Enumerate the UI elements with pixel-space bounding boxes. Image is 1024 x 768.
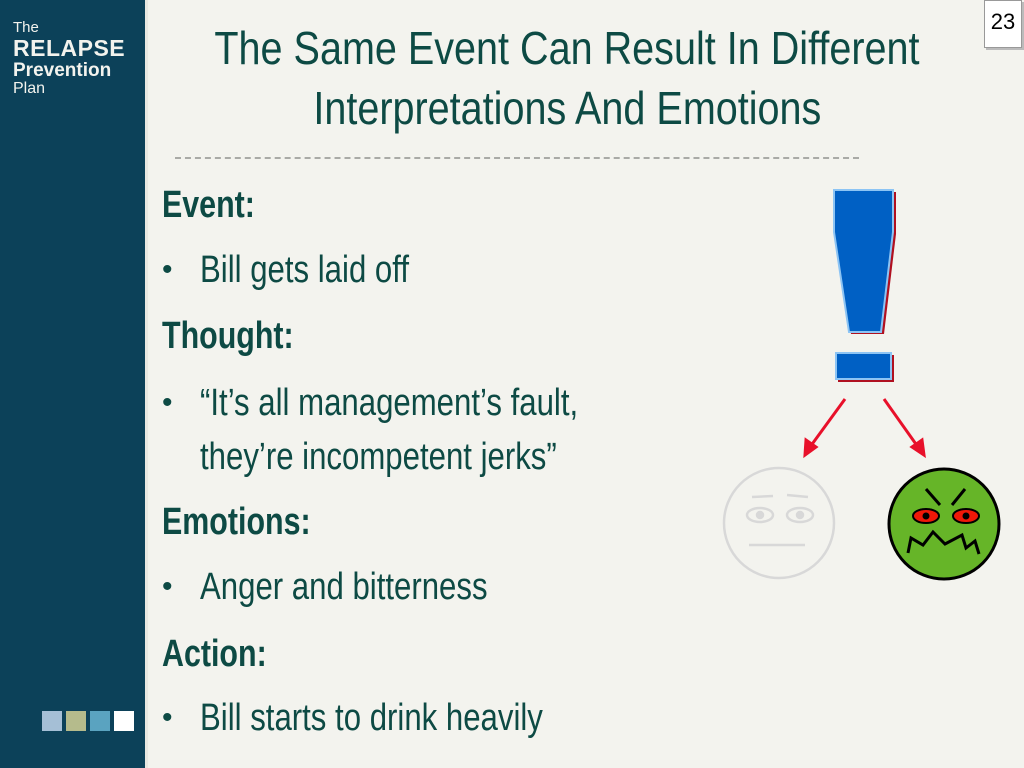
logo-line: Prevention [13, 60, 112, 81]
logo-line: The [13, 19, 39, 36]
exclamation-icon [833, 189, 896, 382]
logo-line: RELAPSE [13, 35, 126, 61]
slide-title: The Same Event Can Result In Different I… [150, 18, 984, 138]
neutral-face-icon [722, 466, 836, 580]
bullet-icon: • [162, 386, 173, 419]
square [42, 711, 62, 731]
relapse-prevention-logo: The RELAPSE Prevention Plan [13, 20, 125, 97]
divider [175, 157, 859, 159]
bullet-text: Bill gets laid off [200, 249, 410, 291]
arrow-right-icon [882, 398, 926, 459]
square [114, 711, 134, 731]
sidebar: The RELAPSE Prevention Plan [0, 0, 148, 768]
decorative-squares [42, 711, 134, 731]
bullet-icon: • [162, 701, 173, 734]
bullet-text: Bill starts to drink heavily [200, 697, 543, 739]
bullet-icon: • [162, 570, 173, 603]
heading-thought: Thought: [162, 315, 294, 357]
arrow-left-icon [803, 398, 847, 459]
page-number: 23 [984, 0, 1022, 48]
bullet-icon: • [162, 253, 173, 286]
angry-face-icon [887, 467, 1001, 581]
heading-event: Event: [162, 184, 255, 226]
bullet-text: Anger and bitterness [200, 566, 488, 608]
logo-line: Plan [13, 80, 46, 97]
square [90, 711, 110, 731]
title-line-2: Interpretations And Emotions [313, 82, 821, 134]
title-line-1: The Same Event Can Result In Different [214, 22, 920, 74]
heading-action: Action: [162, 633, 267, 675]
heading-emotions: Emotions: [162, 501, 311, 543]
square [66, 711, 86, 731]
bullet-text: they’re incompetent jerks” [200, 436, 557, 478]
bullet-text: “It’s all management’s fault, [200, 382, 579, 424]
